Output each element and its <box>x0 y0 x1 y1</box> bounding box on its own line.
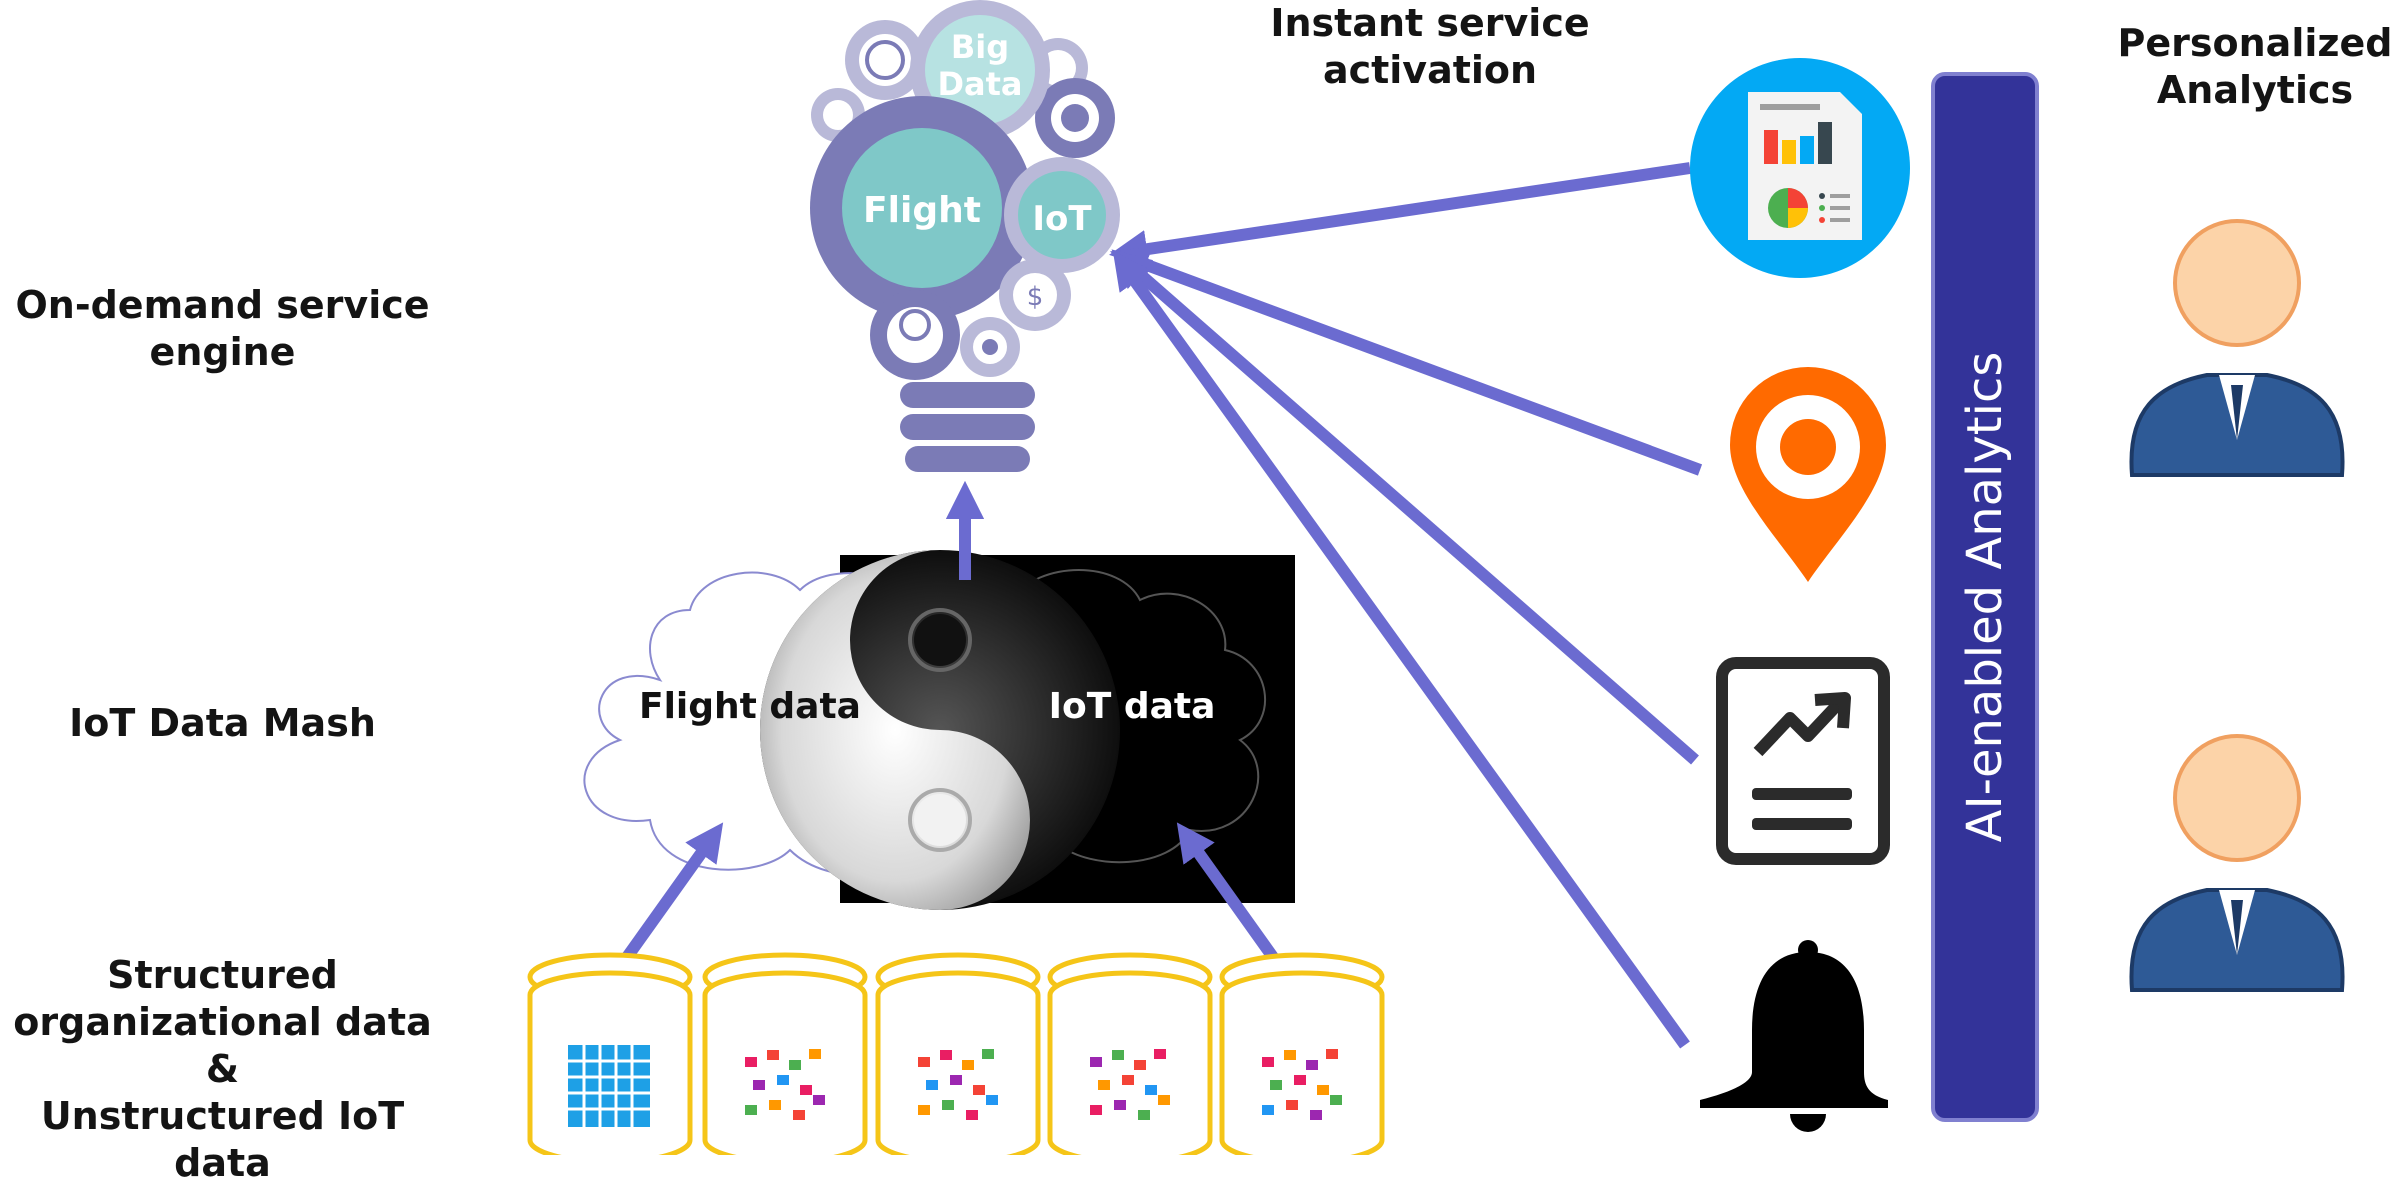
database-icon <box>1219 952 1385 1155</box>
personalized-label: Personalized Analytics <box>2090 20 2407 114</box>
diagram-canvas: Flight data IoT data Big Data <box>527 0 2345 1155</box>
database-icon <box>1047 952 1213 1155</box>
database-icon <box>527 952 693 1155</box>
database-icon <box>702 952 868 1155</box>
iot-gear: IoT <box>1004 157 1120 273</box>
flight-gear-label: Flight <box>863 190 981 231</box>
iot-gear-label: IoT <box>1032 199 1092 239</box>
arrow-pin-to-engine <box>1109 246 1703 476</box>
arrow-trend-to-engine <box>1111 249 1699 765</box>
personalized-line1: Personalized <box>2117 21 2393 65</box>
ai-analytics-bar: AI-enabled Analytics <box>1931 72 2039 1122</box>
arrows <box>620 162 1703 1049</box>
person-icon <box>2129 219 2345 477</box>
arrow-db-to-iot <box>1176 822 1280 964</box>
dollar-gear-icon: $ <box>999 259 1071 331</box>
trend-report-icon <box>1716 657 1890 865</box>
bulb-base <box>900 382 1035 472</box>
bell-icon <box>1700 940 1888 1132</box>
iot-data-label: IoT data <box>1049 686 1216 727</box>
report-icon <box>1690 58 1910 278</box>
structured-line2: organizational data <box>13 1000 432 1044</box>
on-demand-line1: On-demand service <box>15 283 430 327</box>
big-data-line2: Data <box>937 65 1022 103</box>
arrow-bell-to-engine <box>1112 250 1690 1049</box>
structured-line4: Unstructured IoT data <box>40 1094 405 1185</box>
on-demand-label: On-demand service engine <box>0 282 445 376</box>
iot-data-cloud <box>1009 569 1266 864</box>
database-icon <box>875 952 1041 1155</box>
svg-text:$: $ <box>1027 282 1044 312</box>
flight-data-label: Flight data <box>639 686 861 727</box>
structured-line3: & <box>205 1047 240 1091</box>
person-icon <box>2129 734 2345 992</box>
on-demand-line2: engine <box>149 330 296 374</box>
structured-line1: Structured <box>107 953 338 997</box>
databases <box>527 952 1385 1155</box>
arrow-db-to-flight <box>620 822 724 964</box>
location-pin-icon <box>1730 367 1886 582</box>
flight-gear: Flight <box>810 96 1034 320</box>
personalized-line2: Analytics <box>2156 68 2354 112</box>
yin-yang-icon <box>760 550 1120 910</box>
instant-service-line1: Instant service <box>1270 1 1590 45</box>
big-data-line1: Big <box>951 28 1009 66</box>
gear-icon <box>960 317 1020 377</box>
structured-label: Structured organizational data & Unstruc… <box>0 952 445 1187</box>
instant-service-label: Instant service activation <box>1230 0 1630 94</box>
instant-service-line2: activation <box>1322 48 1538 92</box>
gear-icon <box>845 20 925 100</box>
service-engine-bulb: Big Data Flight IoT $ <box>810 0 1120 472</box>
iot-mash-label: IoT Data Mash <box>69 701 376 745</box>
ai-analytics-label: AI-enabled Analytics <box>1957 351 2013 843</box>
arrow-report-to-engine <box>1109 162 1691 269</box>
gear-icon <box>1035 78 1115 158</box>
gear-icon <box>870 290 960 380</box>
